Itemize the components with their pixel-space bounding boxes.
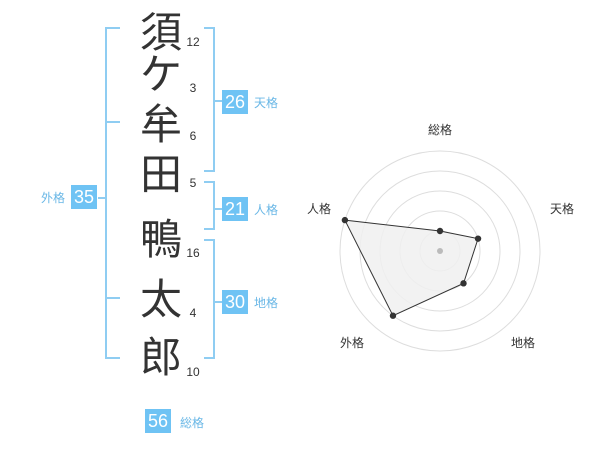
name-char-7: 郎	[139, 333, 182, 382]
radar-point-2	[474, 235, 482, 242]
tenkaku-bracket	[204, 27, 215, 172]
stroke-count-5: 16	[186, 246, 200, 260]
radar-axis-label-jinkaku: 人格	[307, 202, 332, 216]
name-char-3: 牟	[139, 100, 182, 149]
soukaku-label: 総格	[180, 416, 205, 430]
chikaku-label: 地格	[254, 296, 279, 310]
radar-point-4	[389, 312, 397, 319]
gaikaku-label: 外格	[41, 191, 66, 205]
stroke-count-1: 12	[186, 35, 200, 49]
stroke-count-7: 10	[186, 365, 200, 379]
chikaku-value-badge: 30	[222, 290, 249, 314]
radar-axis-label-soukaku: 総格	[428, 123, 453, 137]
radar-axis-label-chikaku: 地格	[511, 336, 536, 350]
radar-point-5	[341, 216, 349, 224]
jinkaku-label: 人格	[254, 203, 279, 217]
name-char-6: 太	[139, 275, 182, 324]
radar-axis-label-tenkaku: 天格	[550, 202, 575, 216]
name-char-5: 鴨	[139, 215, 182, 264]
chikaku-bracket	[204, 239, 215, 359]
name-char-4: 田	[139, 150, 182, 199]
soukaku-value-badge: 56	[145, 409, 172, 433]
gaikaku-value-badge: 35	[71, 185, 98, 209]
radar-axis-label-gaikaku: 外格	[340, 336, 365, 350]
jinkaku-bracket	[204, 181, 215, 230]
stroke-count-3: 6	[189, 129, 197, 143]
tenkaku-label: 天格	[254, 96, 279, 110]
radar-point-3	[460, 280, 467, 287]
name-char-1: 須	[139, 8, 182, 57]
jinkaku-value-badge: 21	[222, 197, 249, 221]
name-char-2: ケ	[139, 50, 182, 99]
radar-grid-ring-5	[339, 150, 541, 352]
stroke-count-6: 4	[189, 306, 197, 320]
radar-center-dot	[437, 248, 443, 254]
radar-data-polygon	[344, 219, 479, 317]
stroke-count-4: 5	[189, 176, 197, 190]
tenkaku-value-badge: 26	[222, 90, 249, 114]
gaikaku-bracket	[105, 27, 120, 359]
radar-point-1	[436, 227, 444, 235]
stroke-count-2: 3	[189, 81, 197, 95]
